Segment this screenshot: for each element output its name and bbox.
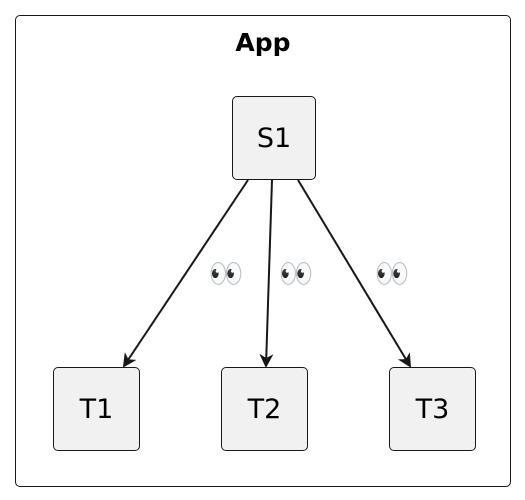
node-t1-label: T1 — [79, 393, 114, 425]
node-s1[interactable]: S1 — [232, 96, 316, 180]
node-t1[interactable]: T1 — [53, 367, 140, 451]
edge-s1-t2 — [259, 179, 274, 368]
edge-label-s1-t1: 👀 — [208, 257, 244, 290]
edge-s1-t3 — [297, 179, 412, 368]
container-title: App — [235, 28, 291, 57]
node-s1-label: S1 — [256, 122, 292, 154]
node-t2-label: T2 — [247, 393, 282, 425]
node-t3-label: T3 — [415, 393, 450, 425]
edge-s1-t1 — [122, 179, 249, 368]
edge-label-s1-t3: 👀 — [374, 257, 410, 290]
app-container: App — [15, 15, 511, 487]
node-t2[interactable]: T2 — [221, 367, 308, 451]
node-t3[interactable]: T3 — [389, 367, 476, 451]
edge-label-s1-t2: 👀 — [278, 257, 314, 290]
